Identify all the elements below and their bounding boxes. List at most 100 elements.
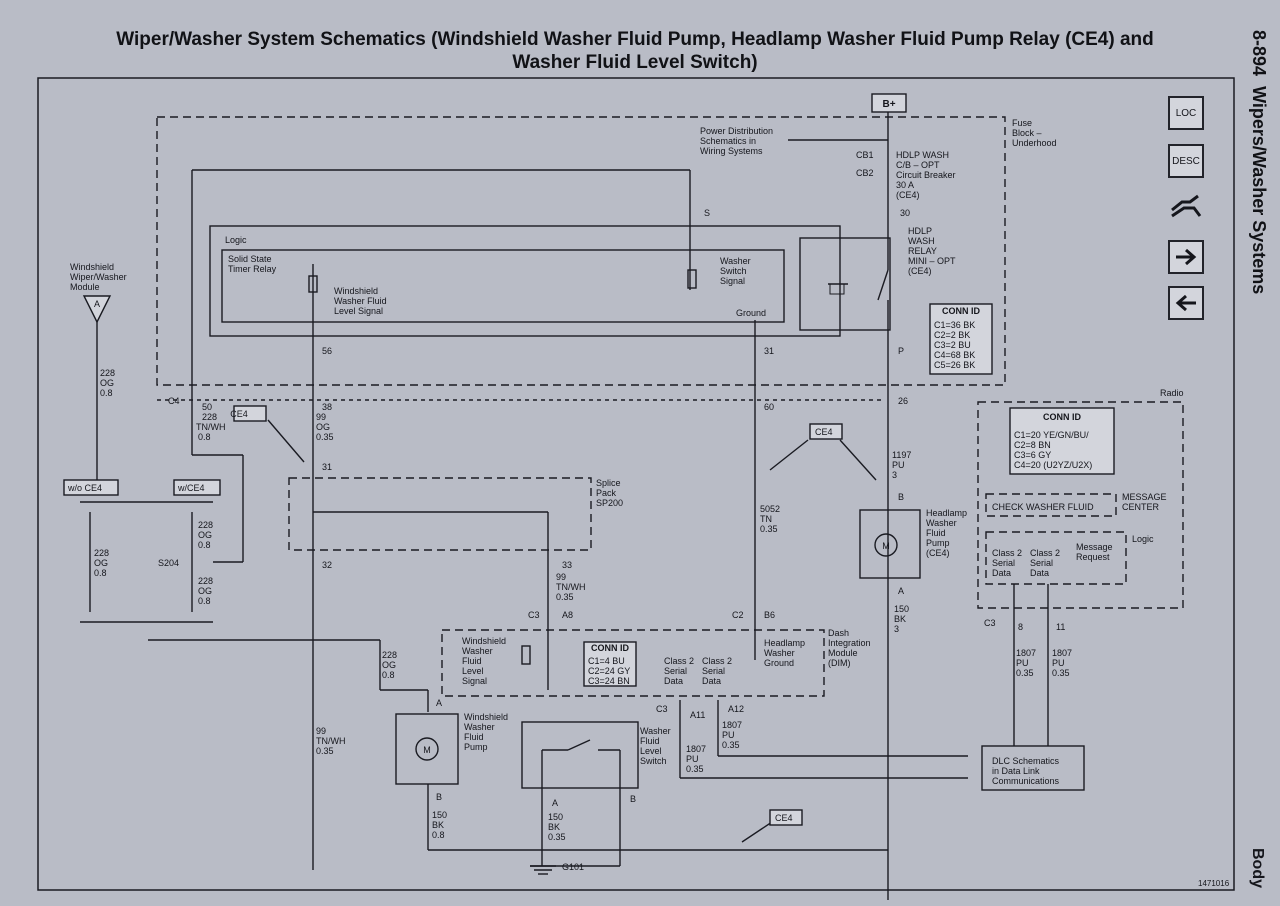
- msg-request-label: Message: [1076, 542, 1113, 552]
- ground-point-label: G101: [562, 862, 584, 872]
- power-dist-label[interactable]: Wiring Systems: [700, 146, 763, 156]
- ws-pump-label: Washer: [464, 722, 495, 732]
- wire-label: 1807: [722, 720, 742, 730]
- class2-label: Serial: [702, 666, 725, 676]
- wire-label: 0.8: [94, 568, 107, 578]
- wire-label: PU: [1052, 658, 1065, 668]
- check-washer-message: CHECK WASHER FLUID: [992, 502, 1094, 512]
- wire-label: 0.35: [1016, 668, 1034, 678]
- wire-label: TN/WH: [316, 736, 346, 746]
- conn-id-entry: C3=24 BN: [588, 676, 630, 686]
- wire-label: 3: [892, 470, 897, 480]
- wire-label: BK: [894, 614, 906, 624]
- module-label: Module: [70, 282, 100, 292]
- cb-desc: Circuit Breaker: [896, 170, 956, 180]
- prev-page-button[interactable]: [1168, 286, 1204, 320]
- cb-desc: 30 A: [896, 180, 914, 190]
- dlc-label[interactable]: DLC Schematics: [992, 756, 1060, 766]
- relay-desc: RELAY: [908, 246, 937, 256]
- cb-desc: C/B – OPT: [896, 160, 940, 170]
- dlc-label[interactable]: Communications: [992, 776, 1060, 786]
- wire-label: 150: [894, 604, 909, 614]
- ce4-tag: CE4: [775, 813, 793, 823]
- wire-label: 0.35: [316, 432, 334, 442]
- conn-id-entry: C3=2 BU: [934, 340, 971, 350]
- hl-ground-label: Washer: [764, 648, 795, 658]
- wiring-diagram: B+ Fuse Block – Underhood Power Distribu…: [37, 77, 1235, 900]
- class2-label: Class 2: [1030, 548, 1060, 558]
- relay-desc: HDLP: [908, 226, 932, 236]
- logic-label: Logic: [1132, 534, 1154, 544]
- pin-label: S: [704, 208, 710, 218]
- conn-id-entry: C2=2 BK: [934, 330, 970, 340]
- dim-label: Dash: [828, 628, 849, 638]
- conn-id-entry: C4=20 (U2YZ/U2X): [1014, 460, 1092, 470]
- hl-pump-label: (CE4): [926, 548, 950, 558]
- conn-id-entry: C2=24 GY: [588, 666, 630, 676]
- wire-label: 0.8: [382, 670, 395, 680]
- wire-label: 0.35: [760, 524, 778, 534]
- level-switch-label: Level: [640, 746, 662, 756]
- washer-switch-label: Signal: [720, 276, 745, 286]
- next-page-button[interactable]: [1168, 240, 1204, 274]
- wire-label: 228: [100, 368, 115, 378]
- wire-label: PU: [686, 754, 699, 764]
- module-connector-icon: [82, 295, 112, 324]
- relay-coil-icon: [829, 283, 845, 295]
- pin-label: 30: [900, 208, 910, 218]
- pin-label: 38: [322, 402, 332, 412]
- hl-pump-label: Pump: [926, 538, 950, 548]
- wire-label: 1807: [1016, 648, 1036, 658]
- class2-label: Serial: [992, 558, 1015, 568]
- ce4-tag: CE4: [230, 409, 248, 419]
- pin-label: 50: [202, 402, 212, 412]
- radio-label: Radio: [1160, 388, 1184, 398]
- desc-button[interactable]: DESC: [1168, 144, 1204, 178]
- wire-label: 0.8: [100, 388, 113, 398]
- wire-label: 0.35: [316, 746, 334, 756]
- cb-desc: HDLP WASH: [896, 150, 949, 160]
- pin-label: 8: [1018, 622, 1023, 632]
- conn-id-entry: C3=6 GY: [1014, 450, 1051, 460]
- wire-label: 228: [198, 520, 213, 530]
- pin-label: P: [898, 346, 904, 356]
- ws-level-label: Windshield: [462, 636, 506, 646]
- msg-request-label: Request: [1076, 552, 1110, 562]
- cb2-label: CB2: [856, 168, 874, 178]
- wire-label: 99: [556, 572, 566, 582]
- loc-label: LOC: [1175, 108, 1197, 119]
- wire-label: PU: [1016, 658, 1029, 668]
- wiring-path-button[interactable]: [1168, 190, 1204, 224]
- wire-label: 150: [432, 810, 447, 820]
- pin-label: B6: [764, 610, 775, 620]
- wire-label: 99: [316, 412, 326, 422]
- class2-label: Class 2: [702, 656, 732, 666]
- wire-label: 228: [382, 650, 397, 660]
- level-switch-label: Fluid: [640, 736, 660, 746]
- connector-label: C3: [984, 618, 996, 628]
- wire-label: 0.35: [548, 832, 566, 842]
- wire-label: 228: [202, 412, 217, 422]
- ws-level-label: Washer: [462, 646, 493, 656]
- ws-level-label: Fluid: [462, 656, 482, 666]
- dlc-label[interactable]: in Data Link: [992, 766, 1040, 776]
- class2-label: Data: [664, 676, 683, 686]
- fuse-block-label: Underhood: [1012, 138, 1057, 148]
- dim-label: Module: [828, 648, 858, 658]
- pin-label: A12: [728, 704, 744, 714]
- dim-label: Integration: [828, 638, 871, 648]
- wire-label: 0.35: [556, 592, 574, 602]
- loc-button[interactable]: LOC: [1168, 96, 1204, 130]
- pin-label: A11: [690, 710, 705, 720]
- logic-label: Logic: [225, 235, 247, 245]
- option-tag: w/CE4: [177, 483, 205, 493]
- power-dist-label[interactable]: Power Distribution: [700, 126, 773, 136]
- conn-id-entry: C4=68 BK: [934, 350, 975, 360]
- ws-pump-label: Windshield: [464, 712, 508, 722]
- conn-id-title: CONN ID: [591, 643, 630, 653]
- conn-id-title: CONN ID: [942, 306, 981, 316]
- ground-icon: [530, 865, 556, 875]
- pin-label: A: [94, 299, 100, 309]
- power-dist-label[interactable]: Schematics in: [700, 136, 756, 146]
- pin-label: 56: [322, 346, 332, 356]
